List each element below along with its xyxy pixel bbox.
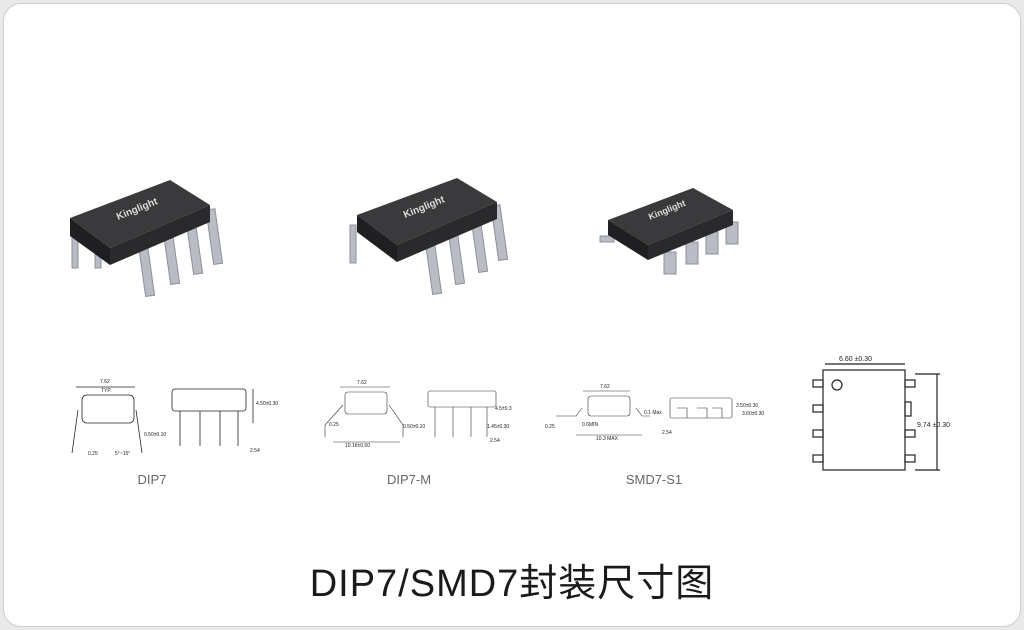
svg-text:10.16±0.50: 10.16±0.50	[345, 443, 370, 449]
svg-text:10.3 MAX: 10.3 MAX	[596, 436, 619, 442]
svg-text:9.74 ±0.30: 9.74 ±0.30	[917, 422, 950, 429]
svg-text:1.45±0.30: 1.45±0.30	[487, 424, 509, 430]
svg-text:0.1 Max: 0.1 Max	[644, 410, 662, 416]
dip7-chip-render: Kinglight	[70, 180, 224, 298]
svg-text:7.62: 7.62	[600, 384, 610, 390]
svg-text:3.60±0.30: 3.60±0.30	[742, 411, 764, 417]
svg-text:0.50±0.10: 0.50±0.10	[403, 424, 425, 430]
svg-text:2.54: 2.54	[250, 448, 260, 454]
svg-text:7.62: 7.62	[357, 380, 367, 386]
svg-text:2.54: 2.54	[662, 430, 672, 436]
svg-text:3.50±0.30: 3.50±0.30	[736, 403, 758, 409]
dip7m-dimension-drawing: 7.62 0.25 10.16±0.50 4.5±0.3 0.50±0.10 1…	[324, 380, 512, 449]
svg-text:5°~15°: 5°~15°	[115, 451, 130, 457]
svg-text:TYP.: TYP.	[101, 388, 111, 394]
page-title: DIP7/SMD7封装尺寸图	[309, 563, 715, 605]
dip7-label: DIP7	[137, 472, 167, 487]
svg-text:4.50±0.30: 4.50±0.30	[256, 401, 278, 407]
svg-text:4.5±0.3: 4.5±0.3	[495, 406, 512, 412]
dip7m-label: DIP7-M	[386, 472, 432, 487]
product-card	[3, 3, 1021, 627]
svg-text:0.25: 0.25	[545, 424, 555, 430]
dip7m-chip-render: Kinglight	[349, 178, 509, 296]
dip7-dimension-drawing: 7.62 TYP. 0.25 5°~15° 4.50±0.30 0.50±0.1…	[71, 379, 278, 457]
svg-text:0.6MIN: 0.6MIN	[582, 422, 599, 428]
top-view-drawing: 6.60 ±0.30 9.74 ±0.30	[812, 356, 950, 471]
svg-text:0.25: 0.25	[329, 422, 339, 428]
smd7-label: SMD7-S1	[625, 472, 683, 487]
smd7-dimension-drawing: 7.62 0.25 0.6MIN 0.1 Max 10.3 MAX 3.50±0…	[545, 384, 764, 442]
svg-text:2.54: 2.54	[490, 438, 500, 444]
smd7-chip-render: Kinglight	[599, 188, 739, 275]
svg-text:0.25: 0.25	[88, 451, 98, 457]
svg-text:7.62: 7.62	[100, 379, 110, 385]
svg-text:0.50±0.10: 0.50±0.10	[144, 432, 166, 438]
svg-text:6.60 ±0.30: 6.60 ±0.30	[839, 356, 872, 363]
